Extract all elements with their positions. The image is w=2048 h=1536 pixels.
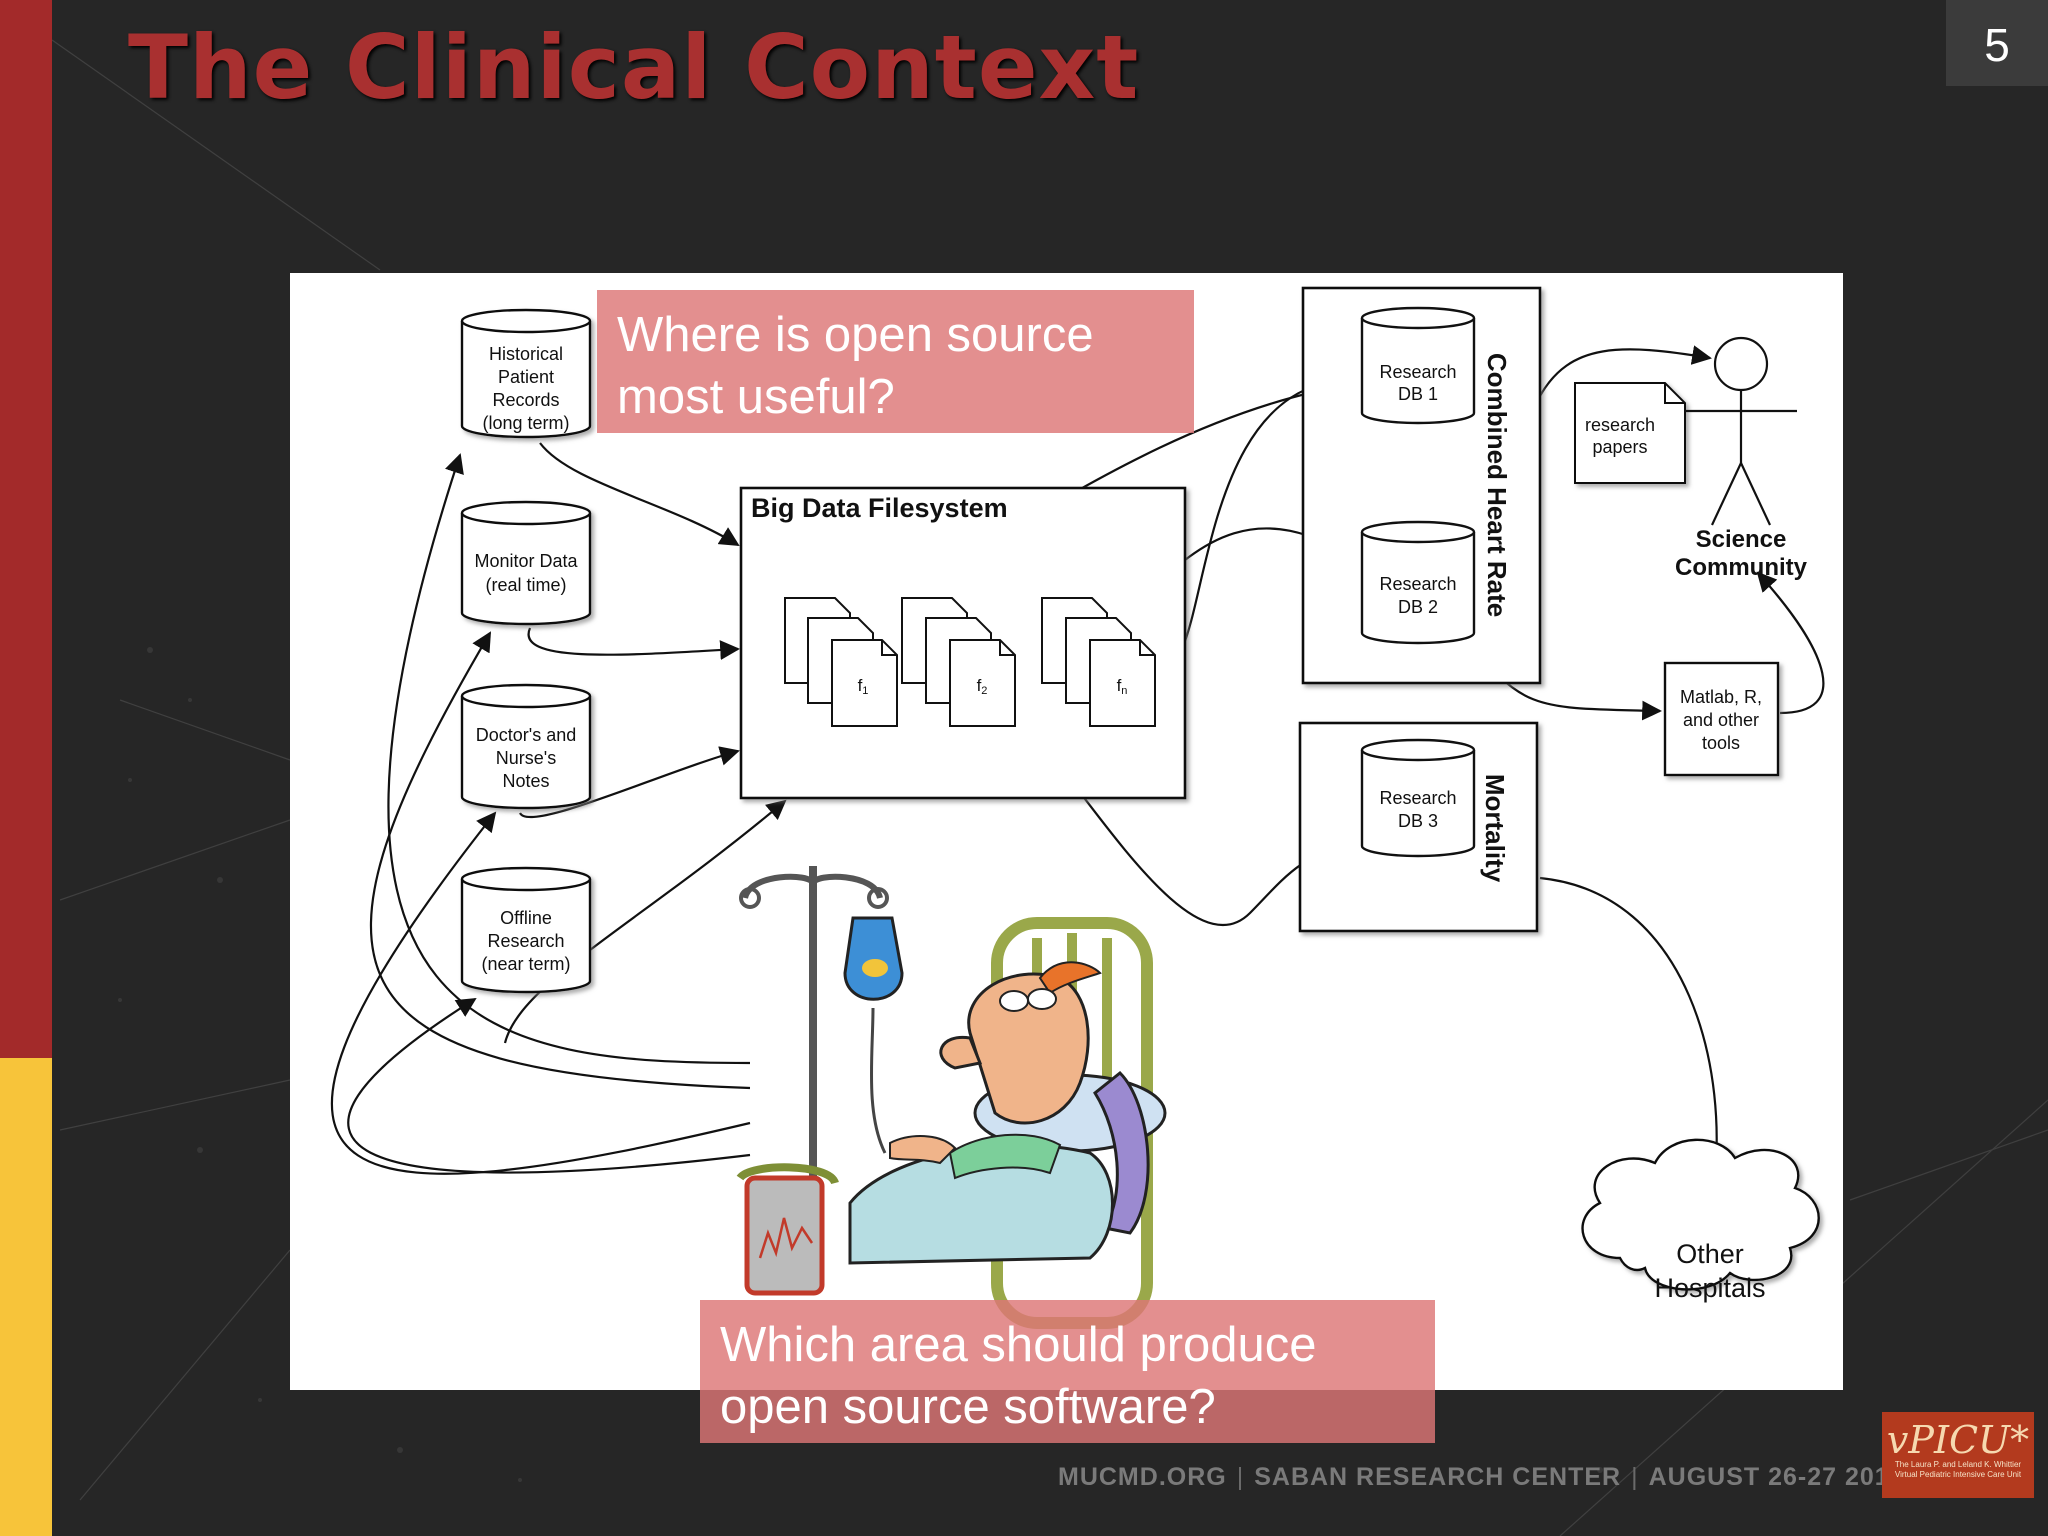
tools-label-3: tools bbox=[1702, 733, 1740, 753]
question-bottom-line-2: open source software? bbox=[720, 1380, 1216, 1434]
source-label-historical-3: Records bbox=[492, 390, 559, 410]
diagram-panel: Historical Patient Records (long term) M… bbox=[290, 273, 1843, 1390]
file-stack-fn bbox=[1041, 597, 1156, 727]
source-label-offline-2: Research bbox=[487, 931, 564, 951]
source-historical-records bbox=[460, 308, 592, 439]
source-label-offline-1: Offline bbox=[500, 908, 552, 928]
research-db-3 bbox=[1360, 738, 1476, 858]
science-community-label-1: Science bbox=[1696, 526, 1787, 553]
file-stack-f1 bbox=[784, 597, 898, 727]
footer-site: MUCMD.ORG bbox=[1058, 1463, 1227, 1491]
footer-venue: SABAN RESEARCH CENTER bbox=[1254, 1463, 1622, 1491]
source-label-monitor-1: Monitor Data bbox=[474, 551, 578, 571]
source-label-historical-1: Historical bbox=[489, 344, 563, 364]
file-label-f2: f2 bbox=[977, 676, 988, 697]
source-label-historical-4: (long term) bbox=[482, 413, 569, 433]
patient-illustration bbox=[736, 866, 1167, 1329]
filesystem-title: Big Data Filesystem bbox=[751, 493, 1008, 523]
source-monitor-data bbox=[460, 500, 592, 626]
research-db-1-label-1: Research bbox=[1379, 362, 1456, 382]
source-doctor-nurse-notes bbox=[460, 683, 592, 810]
source-label-notes-2: Nurse's bbox=[496, 748, 556, 768]
logo-main: vPICU* bbox=[1886, 1418, 2030, 1462]
mortality-label: Mortality bbox=[1480, 774, 1510, 883]
clinical-data-flow-diagram: Historical Patient Records (long term) M… bbox=[330, 286, 1825, 1329]
question-bottom-line-1: Which area should produce bbox=[720, 1318, 1317, 1372]
research-db-3-label-1: Research bbox=[1379, 788, 1456, 808]
question-box-bottom: Which area should produce open source so… bbox=[700, 1300, 1435, 1443]
question-box-top: Where is open source most useful? bbox=[597, 290, 1194, 433]
vpicu-logo: vPICU* The Laura P. and Leland K. Whitti… bbox=[1882, 1412, 2034, 1498]
footer-date: AUGUST 26-27 2011 bbox=[1648, 1463, 1904, 1491]
slide-title: The Clinical Context bbox=[128, 16, 1140, 119]
science-community-label-2: Community bbox=[1675, 554, 1808, 581]
logo-sub-1: The Laura P. and Leland K. Whittier bbox=[1894, 1460, 2022, 1469]
file-label-fn: fn bbox=[1117, 676, 1128, 697]
question-top-line-2: most useful? bbox=[617, 370, 895, 424]
other-hospitals-label-2: Hospitals bbox=[1654, 1273, 1765, 1303]
research-db-2-label-1: Research bbox=[1379, 574, 1456, 594]
tools-label-1: Matlab, R, bbox=[1680, 687, 1762, 707]
research-db-1-label-2: DB 1 bbox=[1398, 384, 1438, 404]
science-community-figure bbox=[1685, 336, 1797, 526]
logo-sub-2: Virtual Pediatric Intensive Care Unit bbox=[1894, 1470, 2022, 1479]
combined-heart-rate-label: Combined Heart Rate bbox=[1482, 353, 1512, 617]
accent-bar-red bbox=[0, 0, 52, 1058]
source-label-historical-2: Patient bbox=[498, 367, 554, 387]
research-papers-label-1: research bbox=[1585, 415, 1655, 435]
source-label-notes-1: Doctor's and bbox=[476, 725, 577, 745]
research-db-1 bbox=[1360, 306, 1476, 425]
file-label-f1: f1 bbox=[858, 676, 869, 697]
accent-bar-yellow bbox=[0, 1058, 52, 1536]
source-label-notes-3: Notes bbox=[502, 771, 549, 791]
other-hospitals-label-1: Other bbox=[1676, 1239, 1744, 1269]
other-hospitals-cloud bbox=[1581, 1138, 1820, 1291]
research-db-2 bbox=[1360, 520, 1476, 645]
research-papers-doc bbox=[1574, 382, 1686, 484]
question-top-line-1: Where is open source bbox=[617, 308, 1094, 362]
source-label-monitor-2: (real time) bbox=[485, 575, 566, 595]
tools-label-2: and other bbox=[1683, 710, 1759, 730]
footer: MUCMD.ORG|SABAN RESEARCH CENTER|AUGUST 2… bbox=[1058, 1463, 1904, 1491]
research-papers-label-2: papers bbox=[1592, 437, 1647, 457]
slide-number: 5 bbox=[1946, 0, 2048, 86]
source-label-offline-3: (near term) bbox=[481, 954, 570, 974]
source-offline-research bbox=[460, 866, 592, 994]
research-db-3-label-2: DB 3 bbox=[1398, 811, 1438, 831]
research-db-2-label-2: DB 2 bbox=[1398, 597, 1438, 617]
file-stack-f2 bbox=[901, 597, 1016, 727]
tools-box bbox=[1663, 661, 1780, 777]
